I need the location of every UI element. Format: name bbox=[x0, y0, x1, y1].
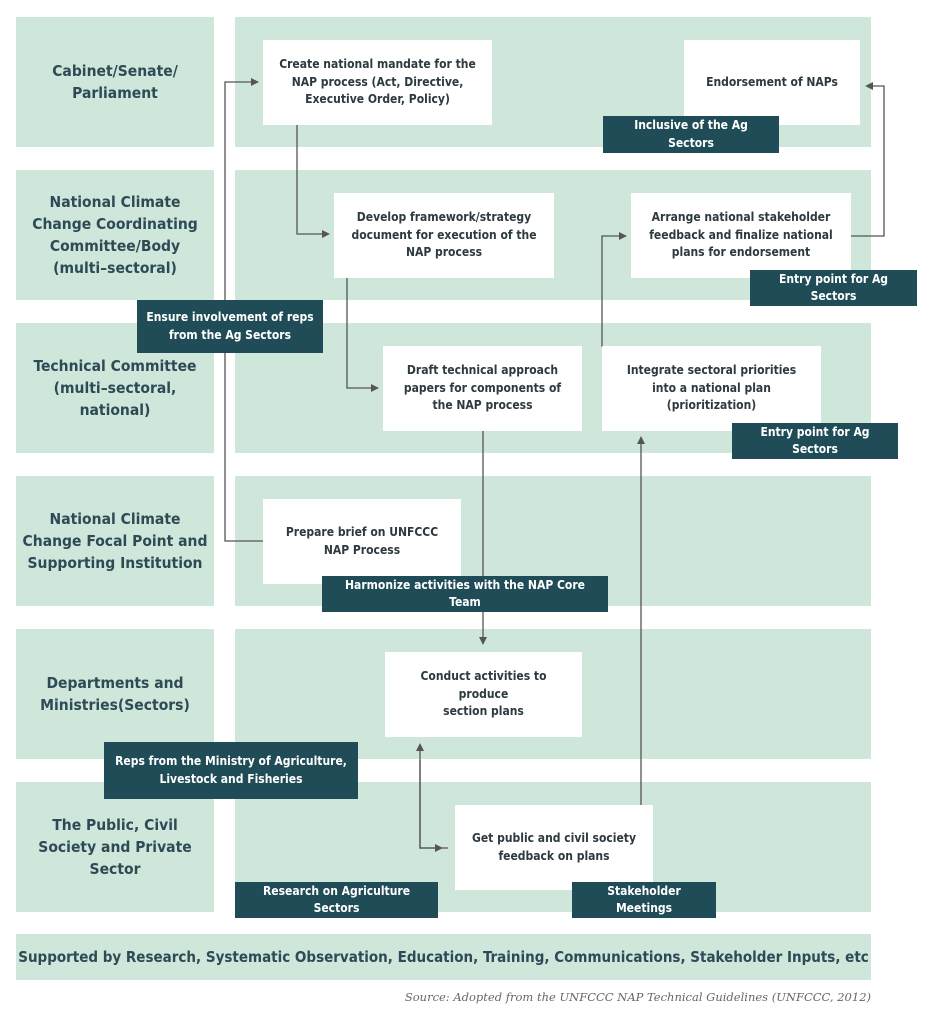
row-label-departments: Departments and Ministries(Sectors) bbox=[40, 674, 190, 714]
tag-research: Research on Agriculture Sectors bbox=[235, 882, 438, 918]
tag-inclusive-ag: Inclusive of the Ag Sectors bbox=[603, 116, 779, 153]
tag-reps-ministry: Reps from the Ministry of Agriculture, L… bbox=[104, 742, 358, 799]
tag-entry-point-2: Entry point for Ag Sectors bbox=[732, 423, 898, 459]
row-band-left bbox=[16, 170, 214, 300]
row-band-left bbox=[16, 476, 214, 606]
tag-stakeholder-meetings: Stakeholder Meetings bbox=[572, 882, 716, 918]
endorsement-box: Endorsement of NAPs bbox=[684, 40, 860, 125]
row-label-coordinating-committee: National Climate Change Coordinating Com… bbox=[32, 193, 198, 277]
tag-harmonize: Harmonize activities with the NAP Core T… bbox=[322, 576, 608, 612]
conduct-box: Conduct activities to produce section pl… bbox=[385, 652, 582, 737]
row-label-focal-point: National Climate Change Focal Point and … bbox=[22, 510, 208, 572]
public-feedback-box: Get public and civil society feedback on… bbox=[455, 805, 653, 890]
arrange-box: Arrange national stakeholder feedback an… bbox=[631, 193, 851, 278]
draft-box: Draft technical approach papers for comp… bbox=[383, 346, 582, 431]
brief-box: Prepare brief on UNFCCC NAP Process bbox=[263, 499, 461, 584]
tag-entry-point-1: Entry point for Ag Sectors bbox=[750, 270, 917, 306]
row-band-left bbox=[16, 629, 214, 759]
integrate-box: Integrate sectoral priorities into a nat… bbox=[602, 346, 821, 431]
mandate-box: Create national mandate for the NAP proc… bbox=[263, 40, 492, 125]
row-label-public: The Public, Civil Society and Private Se… bbox=[38, 816, 192, 878]
source-note: Source: Adopted from the UNFCCC NAP Tech… bbox=[404, 990, 871, 1004]
footer-banner: Supported by Research, Systematic Observ… bbox=[16, 934, 871, 980]
row-label-technical-committee: Technical Committee (multi–sectoral, nat… bbox=[33, 357, 197, 419]
tag-ensure-involvement: Ensure involvement of reps from the Ag S… bbox=[137, 300, 323, 353]
framework-box: Develop framework/strategy document for … bbox=[334, 193, 554, 278]
row-band-left bbox=[16, 17, 214, 147]
row-band-left bbox=[16, 782, 214, 912]
row-label-cabinet: Cabinet/Senate/ Parliament bbox=[52, 62, 178, 102]
